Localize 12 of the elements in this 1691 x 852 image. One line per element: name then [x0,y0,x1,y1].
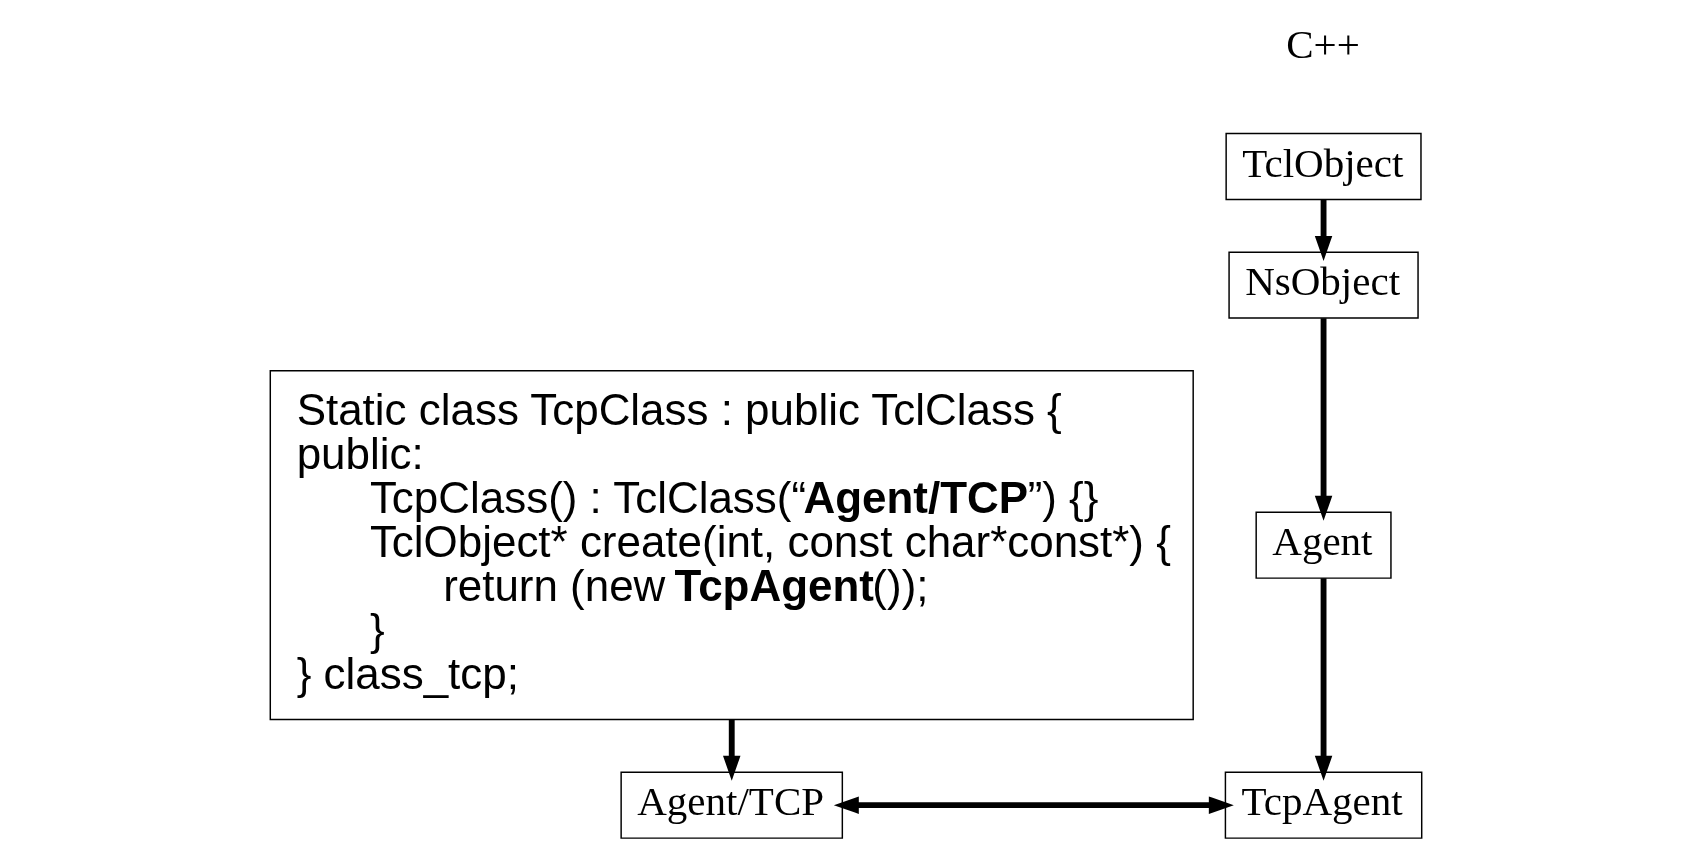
node-box: Static class TcpClass : public TclClass { public: TcpClass() : TclClass(“Agent/TCP”) {} TclObject* create(int, const char*const*) { return (new TcpAgent()); } } class_tcp; [269,369,1194,720]
node-box: Agent [1254,510,1392,579]
node-box: Agent/TCP [619,771,843,839]
arrow [833,795,1234,814]
label: C++ [1285,20,1360,67]
arrow [1314,577,1332,781]
arrow [1314,317,1332,521]
node-box: NsObject [1227,250,1419,319]
arrow [722,719,740,781]
arrow [1314,199,1332,261]
node-box: TclObject [1224,132,1422,200]
node-box: TcpAgent [1224,771,1422,839]
